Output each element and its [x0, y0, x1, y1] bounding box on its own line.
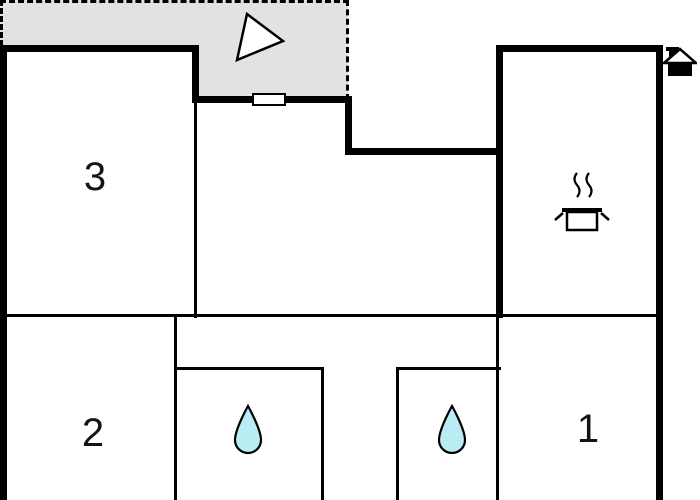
exterior-wall-kitchen-west: [496, 45, 503, 318]
water-drop-icon: [434, 403, 470, 463]
terrace-dashed-boundary-left: [0, 0, 3, 46]
interior-wall-bath2-top: [396, 367, 501, 370]
exterior-wall-terrace-east: [192, 45, 199, 103]
house-icon: [660, 46, 700, 85]
exterior-wall-room3-top: [0, 45, 199, 52]
interior-wall-middle-horizontal: [0, 314, 663, 317]
water-drop-icon: [230, 403, 266, 463]
cooking-pot-icon: [550, 170, 614, 243]
room-label-2: 2: [81, 411, 105, 455]
terrace-area: [196, 0, 348, 100]
exterior-wall-left: [0, 45, 7, 500]
interior-wall-bath1-east: [321, 367, 324, 500]
interior-wall-bath2-west: [396, 367, 399, 500]
terrace-dashed-boundary-top: [0, 0, 349, 3]
terrace-dashed-boundary-right: [346, 0, 349, 100]
terrace-door-marker: [252, 93, 286, 106]
terrace-area: [0, 0, 196, 48]
exterior-wall-right: [656, 45, 663, 500]
exterior-wall-notch-bottom: [345, 148, 503, 155]
interior-wall-bath1-top: [174, 367, 324, 370]
interior-wall-room1-west: [496, 315, 499, 500]
interior-wall-room2-east: [174, 315, 177, 500]
room-label-3: 3: [83, 155, 107, 199]
interior-wall-room3-east: [194, 100, 197, 318]
exterior-wall-notch-west: [345, 96, 352, 155]
exterior-wall-top-right: [496, 45, 663, 52]
direction-triangle-icon: [230, 10, 290, 73]
room-label-1: 1: [576, 407, 600, 451]
